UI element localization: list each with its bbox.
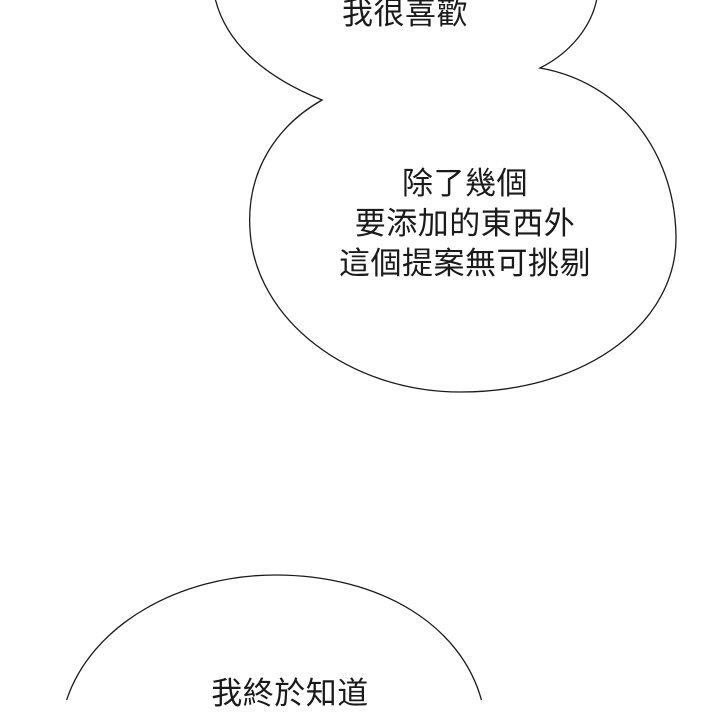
bubble-text-middle: 除了幾個 要添加的東西外 這個提案無可挑剔 <box>300 164 630 284</box>
bubble-text-bottom: 我終於知道 <box>140 674 440 714</box>
speech-bubble-bottom <box>66 574 483 700</box>
bubble-line: 我終於知道 <box>211 676 369 712</box>
bubble-line: 我很喜歡 <box>342 0 468 32</box>
speech-bubble-top <box>214 0 677 393</box>
bubble-line: 要添加的東西外 <box>354 206 576 242</box>
bubble-line: 這個提案無可挑剔 <box>339 246 591 282</box>
bubble-text-top: 我很喜歡 <box>275 0 535 34</box>
bubble-line: 除了幾個 <box>402 166 528 202</box>
